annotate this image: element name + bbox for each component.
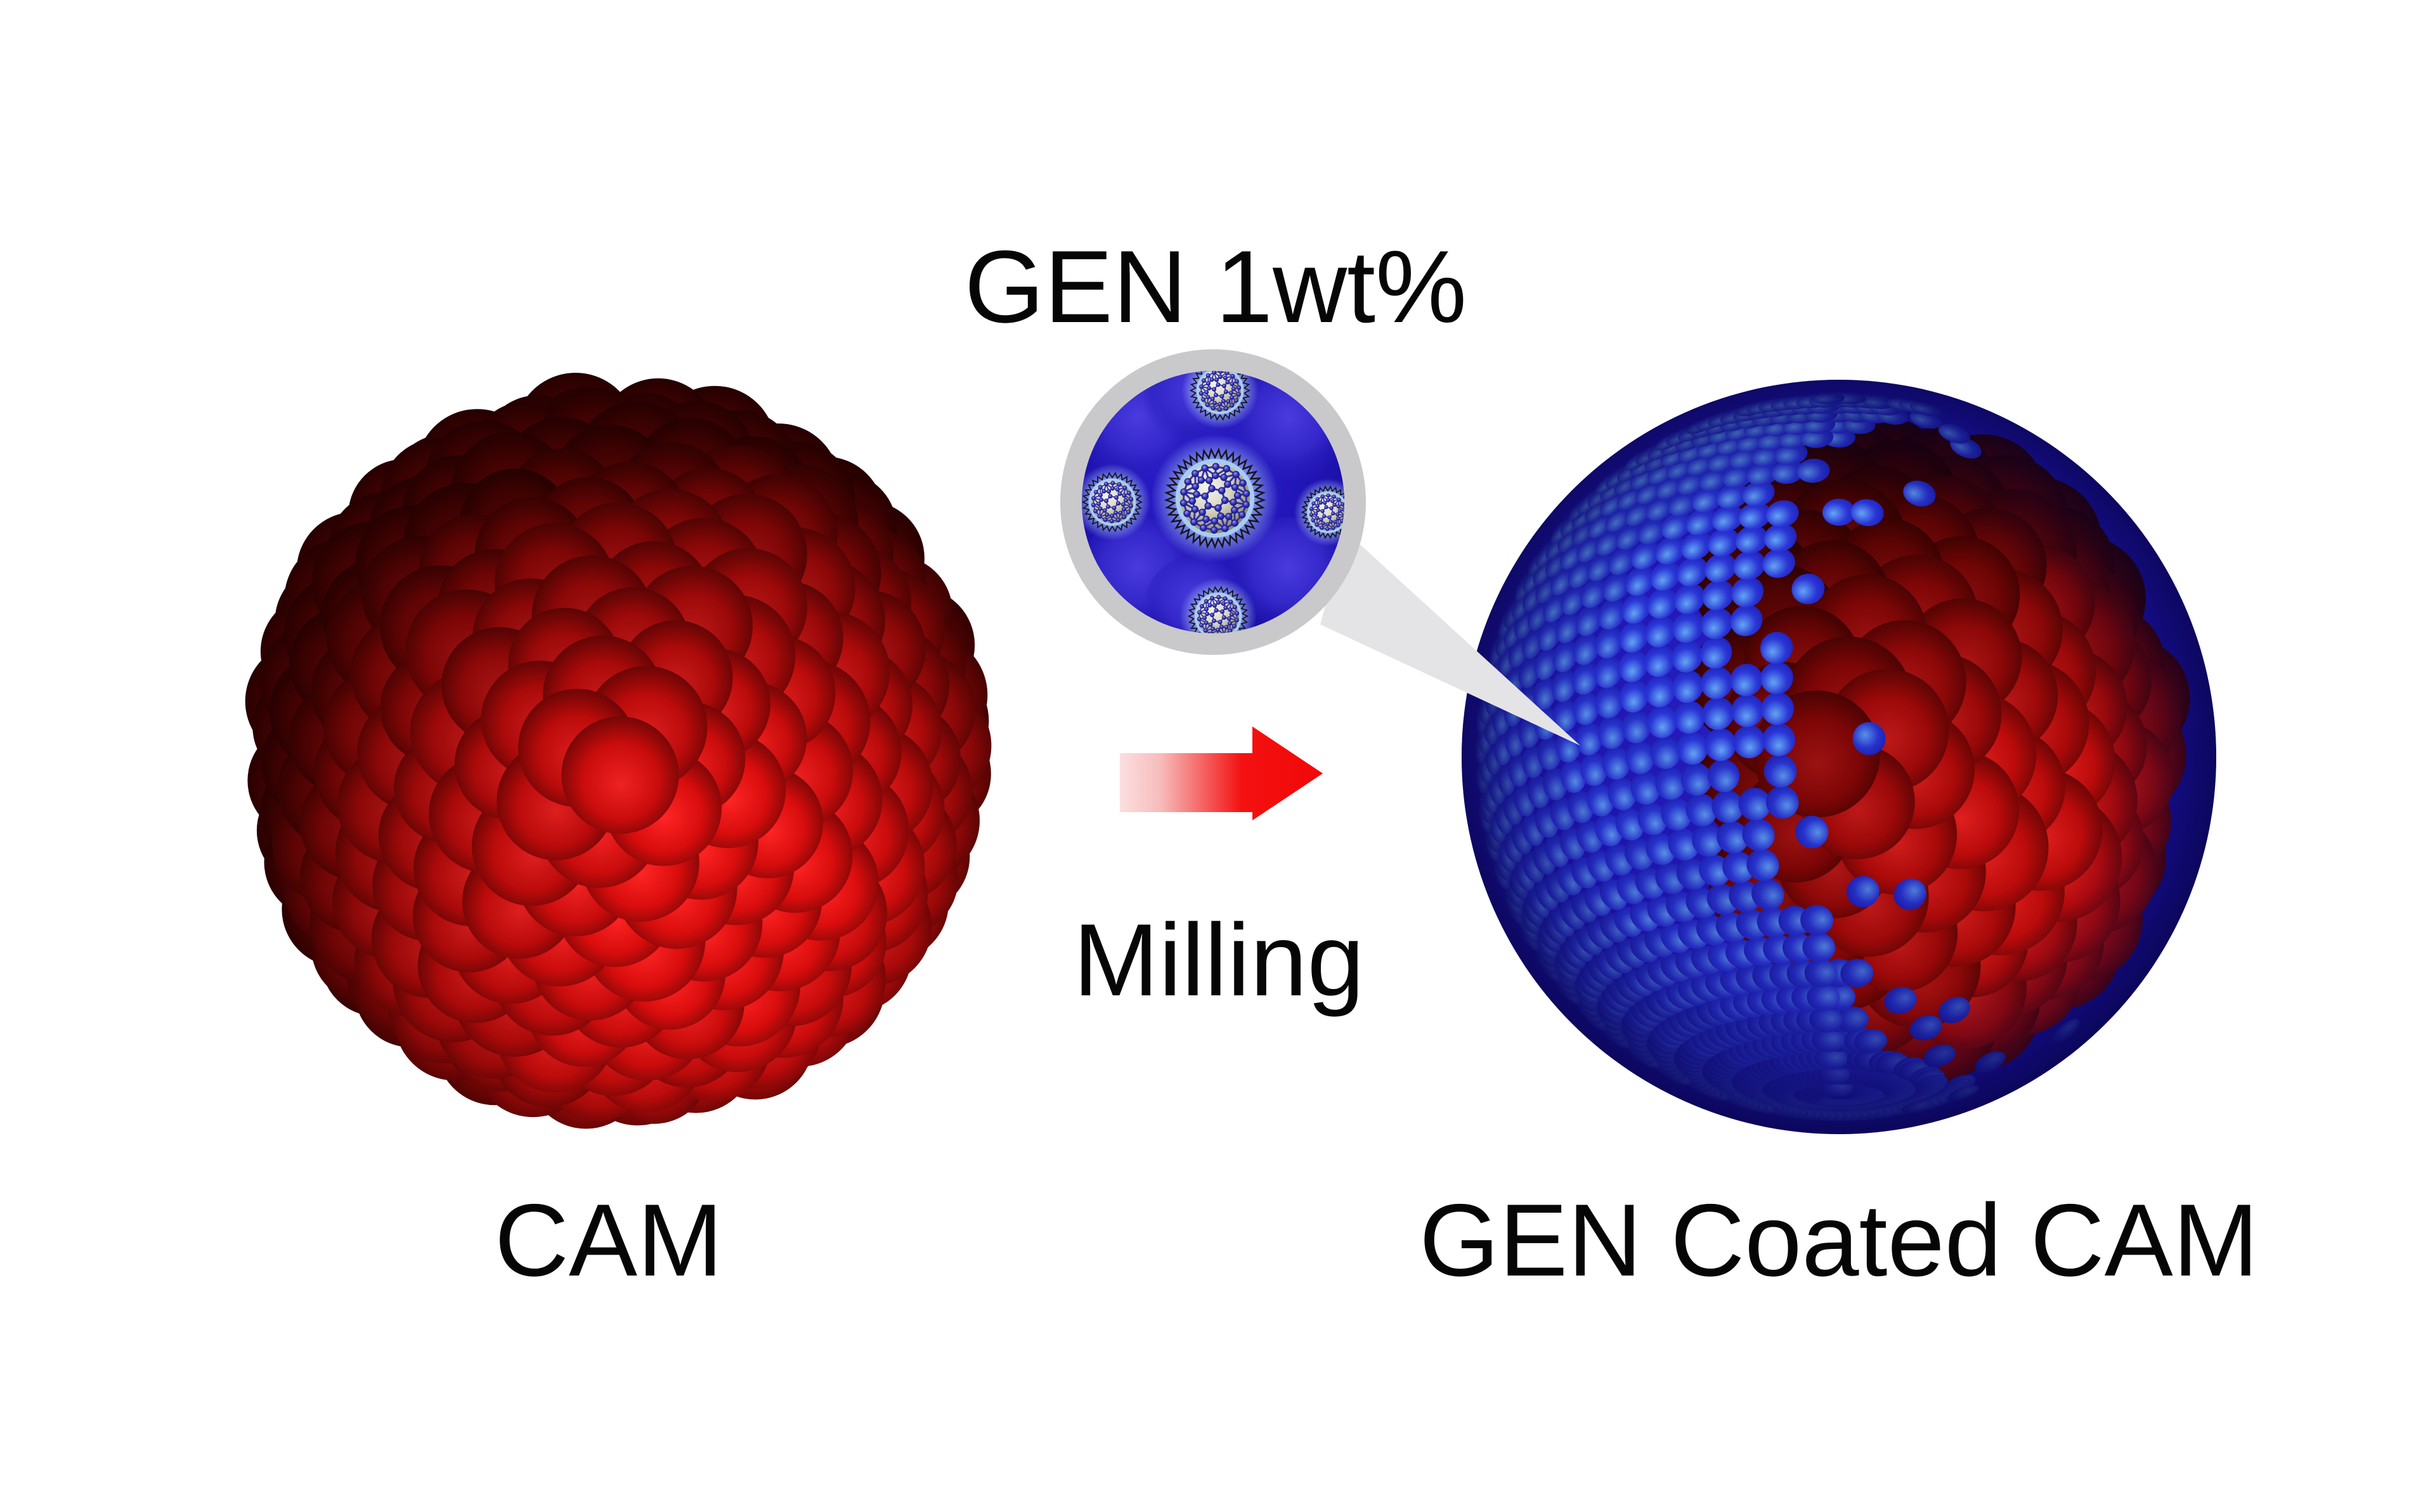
gen-coated-cam-label: GEN Coated CAM [1419, 1183, 2259, 1298]
cam-particle-cluster [245, 373, 992, 1129]
process-label: Milling [1073, 903, 1365, 1018]
gen-fullerene-molecule [1126, 410, 1304, 587]
sphere-shade-vignette [1462, 380, 2216, 1134]
magnifier-callout-wedge [1320, 531, 1580, 746]
milling-arrow [1120, 727, 1323, 820]
cam-label: CAM [495, 1183, 723, 1298]
gen-fullerene-molecule [1165, 563, 1271, 633]
gen-fullerene-molecule [1281, 465, 1344, 559]
gen-coated-cam-sphere [1462, 380, 2216, 1134]
coating-material-label: GEN 1wt% [964, 229, 1467, 344]
magnifier-inset [1060, 349, 1366, 655]
